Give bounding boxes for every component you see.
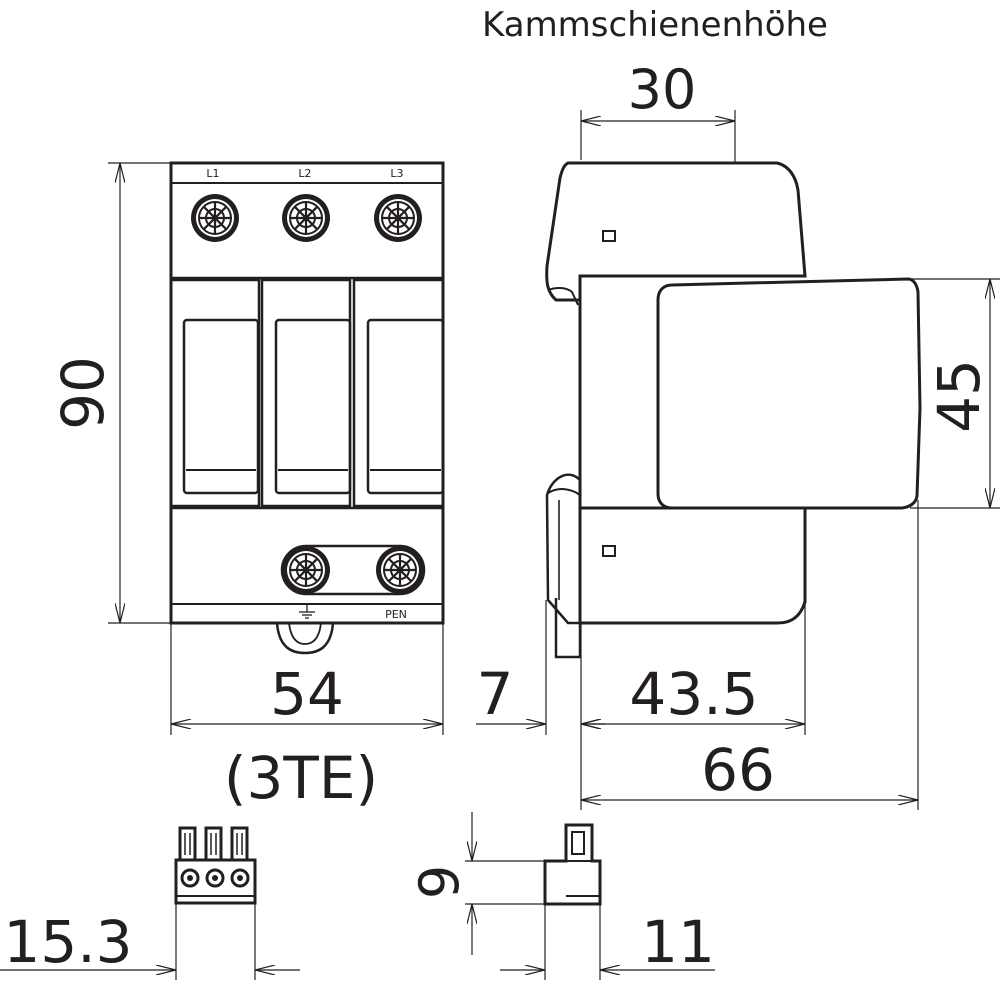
caption-kammschienenhoehe: Kammschienenhöhe xyxy=(482,5,828,45)
terminal-label-l1: L1 xyxy=(206,167,219,180)
din-latch xyxy=(554,598,582,659)
earth-icon xyxy=(299,604,315,619)
dimension-label-90: 90 xyxy=(49,356,117,430)
protection-module-3 xyxy=(352,278,445,508)
protection-module-2 xyxy=(260,278,352,508)
front-view: L1 L2 L3 xyxy=(169,161,445,655)
pen-screw-icon xyxy=(280,544,332,596)
terminal-screw-icon xyxy=(372,192,424,244)
dimension-label-15-3: 15.3 xyxy=(3,908,132,976)
dimension-label-30: 30 xyxy=(628,58,697,121)
dimension-label-66: 66 xyxy=(701,736,775,804)
terminal-label-l3: L3 xyxy=(390,167,403,180)
din-clip xyxy=(275,622,335,655)
dimension-label-11: 11 xyxy=(641,908,715,976)
dimension-label-43-5: 43.5 xyxy=(629,660,758,728)
terminal-screw-icon xyxy=(280,192,332,244)
dimension-label-45: 45 xyxy=(925,359,993,433)
plug-in-module xyxy=(656,277,922,510)
dimension-label-3te: (3TE) xyxy=(224,744,378,812)
pen-screw-icon xyxy=(374,544,426,596)
dimension-label-54: 54 xyxy=(270,660,344,728)
connector-side xyxy=(543,823,602,906)
dimension-lines xyxy=(0,110,1000,980)
terminal-label-pen: PEN xyxy=(385,608,407,621)
side-view xyxy=(545,161,922,659)
dimension-label-9: 9 xyxy=(408,865,471,899)
dimension-label-7: 7 xyxy=(477,660,514,728)
protection-module-1 xyxy=(169,278,261,508)
connector-front xyxy=(174,826,257,905)
terminal-screw-icon xyxy=(189,192,241,244)
terminal-label-l2: L2 xyxy=(298,167,311,180)
